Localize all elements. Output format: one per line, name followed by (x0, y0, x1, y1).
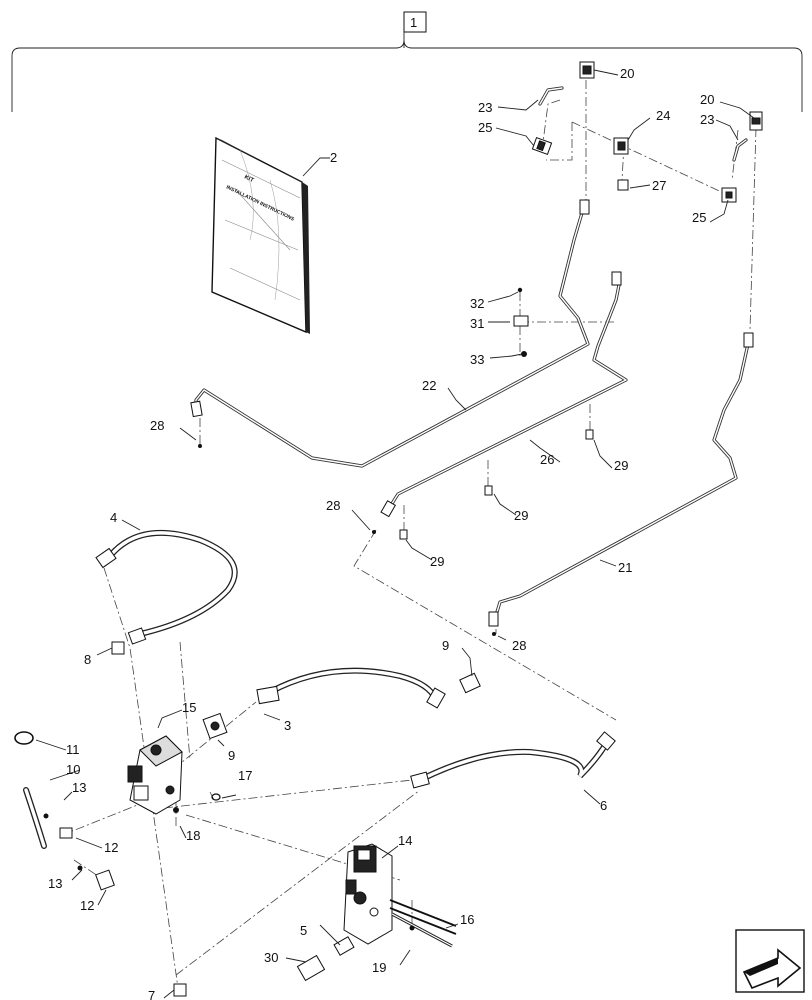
callout-20-left: 20 (620, 66, 634, 81)
hose-3 (256, 667, 481, 709)
hose-4 (95, 529, 238, 655)
callout-10: 10 (66, 762, 80, 777)
small-fittings (198, 429, 594, 636)
callout-21: 21 (618, 560, 632, 575)
leader-lines (35, 69, 755, 999)
manual-title: KIT (243, 174, 255, 184)
callout-26: 26 (540, 452, 554, 467)
callout-5: 5 (300, 923, 307, 938)
callout-25-left: 25 (478, 120, 492, 135)
callout-13-upper: 13 (72, 780, 86, 795)
callout-32: 32 (470, 296, 484, 311)
callout-labels: 1 2 3 4 5 6 7 8 9 9 10 11 12 12 13 13 14… (48, 15, 714, 1000)
callout-17: 17 (238, 768, 252, 783)
callout-25-right: 25 (692, 210, 706, 225)
callout-6: 6 (600, 798, 607, 813)
drain-hose-10 (14, 731, 115, 891)
callout-22: 22 (422, 378, 436, 393)
fitting-group-left (531, 61, 629, 191)
hose-6 (410, 731, 616, 789)
callout-29-left: 29 (430, 554, 444, 569)
callout-29-right: 29 (614, 458, 628, 473)
callout-3: 3 (284, 718, 291, 733)
callout-12-lower: 12 (80, 898, 94, 913)
callout-1: 1 (410, 15, 417, 30)
assembly-bracket (11, 11, 803, 112)
callout-8: 8 (84, 652, 91, 667)
callout-23-right: 23 (700, 112, 714, 127)
callout-7: 7 (148, 988, 155, 1000)
callout-24: 24 (656, 108, 670, 123)
valve-section-15 (127, 735, 183, 815)
valve-section-14 (343, 843, 457, 948)
fitting-5-30 (173, 936, 355, 997)
callout-9-upper: 9 (442, 638, 449, 653)
callout-29-mid: 29 (514, 508, 528, 523)
fitting-9-lower (202, 712, 228, 740)
callout-28-mid: 28 (326, 498, 340, 513)
callout-14: 14 (398, 833, 412, 848)
callout-2: 2 (330, 150, 337, 165)
callout-31: 31 (470, 316, 484, 331)
callout-33: 33 (470, 352, 484, 367)
tube-22 (190, 199, 590, 468)
callout-23-left: 23 (478, 100, 492, 115)
callout-27: 27 (652, 178, 666, 193)
arrow-icon[interactable] (735, 929, 805, 993)
callout-12-upper: 12 (104, 840, 118, 855)
callout-16: 16 (460, 912, 474, 927)
callout-28-left: 28 (150, 418, 164, 433)
tube-26 (380, 271, 628, 518)
callout-20-right: 20 (700, 92, 714, 107)
oring-17 (211, 793, 221, 801)
fitting-group-right (721, 111, 763, 203)
instruction-manual: KIT INSTALLATION INSTRUCTIONS (211, 136, 310, 334)
tube-21 (488, 332, 754, 627)
clamp-31 (513, 287, 529, 357)
callout-11: 11 (66, 742, 80, 757)
callout-19: 19 (372, 960, 386, 975)
callout-15: 15 (182, 700, 196, 715)
callout-9-lower: 9 (228, 748, 235, 763)
callout-28-right: 28 (512, 638, 526, 653)
callout-30: 30 (264, 950, 278, 965)
callout-18: 18 (186, 828, 200, 843)
callout-4: 4 (110, 510, 117, 525)
callout-13-lower: 13 (48, 876, 62, 891)
